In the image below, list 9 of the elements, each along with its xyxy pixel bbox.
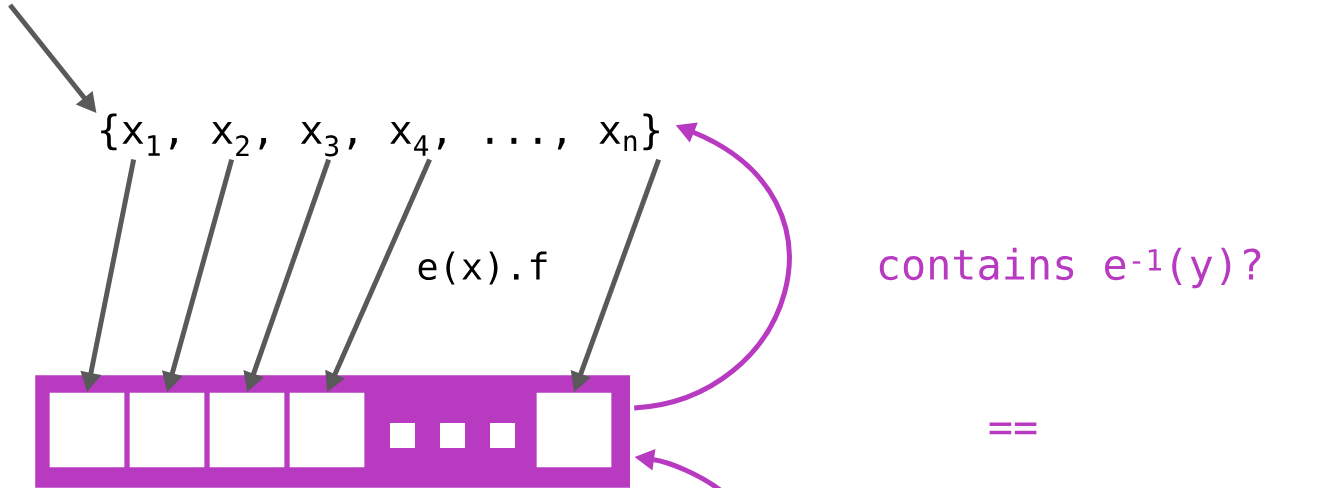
array-cell <box>49 392 125 468</box>
edge-label: contains e$^{-1}$(y)? <box>879 247 1261 289</box>
array-cell <box>289 392 365 468</box>
label: == <box>989 422 1037 435</box>
label: e(x).f <box>418 251 547 285</box>
array-cell <box>129 392 205 468</box>
array-cell <box>536 392 612 468</box>
array-cell <box>209 392 285 468</box>
set-text: {x$_{1}$, x$_{2}$, x$_{3}$, x$_{4}$, ..., x$_{n}$} <box>101 113 659 157</box>
